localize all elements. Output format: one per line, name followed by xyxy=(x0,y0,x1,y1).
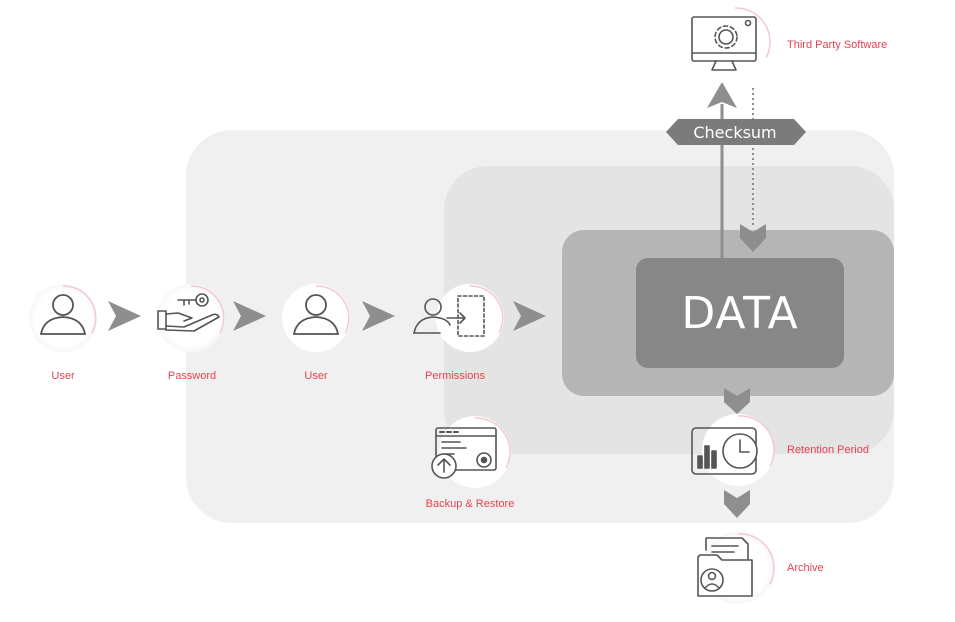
user-icon xyxy=(292,294,340,335)
password-hand-key-icon xyxy=(157,293,220,332)
circle-user-2 xyxy=(282,284,350,352)
third-party-label: Third Party Software xyxy=(787,39,888,51)
up-arrow-head xyxy=(707,82,737,108)
flow-chevron-1 xyxy=(108,301,141,331)
password-label: Password xyxy=(167,370,217,382)
data-core-block xyxy=(636,258,844,368)
down-arrow-head-into-data xyxy=(740,224,766,252)
down-chevron-retention xyxy=(724,388,750,414)
backup-restore-icon xyxy=(431,427,497,479)
backup-restore-label: Backup & Restore xyxy=(425,498,515,510)
checksum-label: Checksum xyxy=(693,122,777,142)
user-second-label: User xyxy=(304,370,328,382)
user-first-label: User xyxy=(51,370,75,382)
checksum-banner xyxy=(666,119,806,145)
circle-user-1 xyxy=(29,284,97,352)
permissions-label: Permissions xyxy=(425,370,485,382)
flow-chevron-2 xyxy=(233,301,266,331)
user-icon xyxy=(39,294,87,335)
retention-label: Retention Period xyxy=(787,444,869,456)
down-chevron-archive xyxy=(724,490,750,518)
flow-chevron-3 xyxy=(362,301,395,331)
circle-permissions xyxy=(436,284,504,352)
flow-chevron-4 xyxy=(513,301,546,331)
data-label: DATA xyxy=(681,287,799,339)
permissions-user-door-icon xyxy=(413,295,485,337)
archive-label: Archive xyxy=(787,562,824,574)
third-party-monitor-gear-icon xyxy=(691,16,757,71)
circle-third-party xyxy=(699,6,771,78)
archive-folder-icon xyxy=(697,537,753,597)
retention-chart-clock-icon xyxy=(691,427,758,475)
